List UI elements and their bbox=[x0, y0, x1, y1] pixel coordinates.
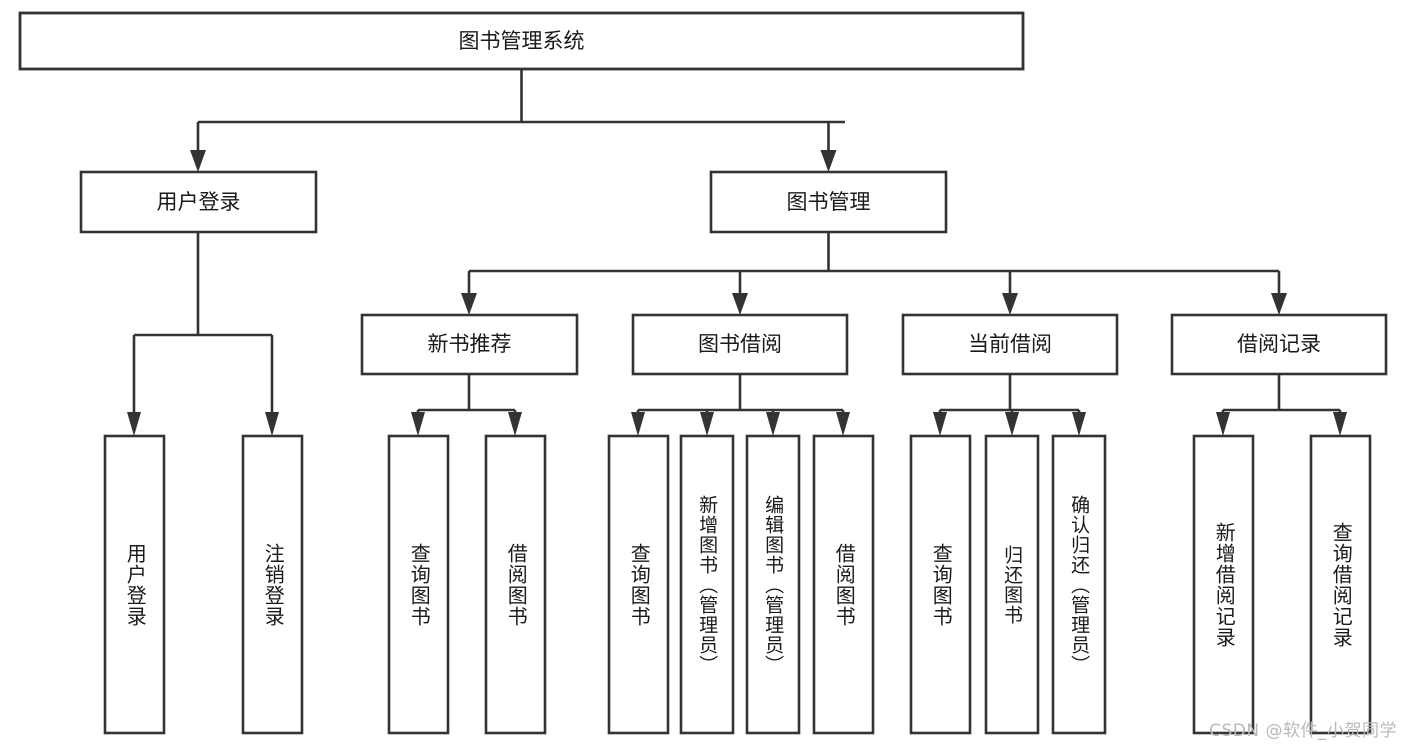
arrowhead-leaf-query-record bbox=[1333, 412, 1347, 436]
arrowhead-leaf-add-record bbox=[1216, 412, 1230, 436]
node-user-login-label: 用户登录 bbox=[157, 190, 241, 214]
edge-root-bus bbox=[196, 69, 845, 162]
csdn-watermark: CSDN @软件_小贺同学 bbox=[1209, 721, 1397, 741]
node-current-borrow-box[interactable] bbox=[901, 313, 1119, 376]
node-leaf-query-book-2-box[interactable] bbox=[607, 434, 670, 735]
arrowhead-leaf-borrow-book-2 bbox=[836, 412, 850, 436]
node-leaf-borrow-book-1-box[interactable] bbox=[484, 434, 547, 735]
node-book-manage-box[interactable] bbox=[709, 170, 948, 234]
node-root-label: 图书管理系统 bbox=[459, 29, 585, 53]
node-current-borrow[interactable]: 当前借阅 bbox=[901, 313, 1119, 376]
node-current-borrow-label: 当前借阅 bbox=[968, 332, 1052, 356]
node-leaf-query-record-box[interactable] bbox=[1309, 434, 1372, 735]
node-leaf-confirm-return-box[interactable] bbox=[1051, 434, 1107, 735]
arrowhead-leaf-query-book-2 bbox=[631, 412, 645, 436]
arrowhead-borrow-record bbox=[1271, 293, 1287, 315]
arrowhead-user-login bbox=[190, 150, 206, 172]
arrowhead-leaf-return-book bbox=[1005, 412, 1019, 436]
arrowhead-leaf-edit-book bbox=[766, 412, 780, 436]
node-leaf-borrow-book-2-box[interactable] bbox=[812, 434, 875, 735]
arrowhead-current-borrow bbox=[1002, 293, 1018, 315]
node-leaf-user-login-box[interactable] bbox=[103, 434, 166, 735]
node-root[interactable]: 图书管理系统 bbox=[18, 11, 1025, 71]
node-borrow-record[interactable]: 借阅记录 bbox=[1170, 313, 1388, 376]
arrowhead-leaf-add-book bbox=[700, 412, 714, 436]
node-leaf-logout-box[interactable] bbox=[241, 434, 304, 735]
edge-bookmanage-bus bbox=[467, 232, 1281, 305]
node-new-book-rec-label: 新书推荐 bbox=[428, 332, 512, 356]
node-user-login-box[interactable] bbox=[79, 170, 318, 234]
node-leaf-query-book-1-box[interactable] bbox=[387, 434, 450, 735]
node-new-book-rec[interactable]: 新书推荐 bbox=[360, 313, 579, 376]
leaf-box-layer bbox=[103, 434, 1372, 735]
arrowhead-book-borrow bbox=[732, 293, 748, 315]
connector-layer bbox=[127, 69, 1347, 436]
edge-borrowrecord-bus bbox=[1221, 374, 1342, 424]
node-borrow-record-label: 借阅记录 bbox=[1237, 332, 1321, 356]
node-new-book-rec-box[interactable] bbox=[360, 313, 579, 376]
edge-bookborrow-bus bbox=[636, 374, 845, 424]
node-leaf-add-book-box[interactable] bbox=[679, 434, 735, 735]
node-book-borrow-label: 图书借阅 bbox=[698, 332, 782, 356]
edge-userlogin-bus bbox=[132, 232, 274, 424]
arrowhead-leaf-confirm-return bbox=[1072, 412, 1086, 436]
arrowhead-leaf-logout bbox=[265, 412, 279, 436]
edge-newbookrec-bus bbox=[416, 374, 517, 424]
node-leaf-query-book-3-box[interactable] bbox=[909, 434, 972, 735]
node-root-box[interactable] bbox=[18, 11, 1025, 71]
node-leaf-add-record-box[interactable] bbox=[1192, 434, 1255, 735]
arrowhead-book-manage bbox=[820, 150, 837, 172]
arrowhead-new-book-rec bbox=[461, 293, 477, 315]
node-leaf-edit-book-box[interactable] bbox=[745, 434, 801, 735]
arrowhead-leaf-query-book-3 bbox=[933, 412, 947, 436]
arrowhead-leaf-query-book-1 bbox=[411, 412, 425, 436]
node-book-borrow[interactable]: 图书借阅 bbox=[631, 313, 849, 376]
node-borrow-record-box[interactable] bbox=[1170, 313, 1388, 376]
node-leaf-return-book-box[interactable] bbox=[984, 434, 1040, 735]
node-book-manage[interactable]: 图书管理 bbox=[709, 170, 948, 234]
node-book-manage-label: 图书管理 bbox=[787, 190, 871, 214]
node-user-login[interactable]: 用户登录 bbox=[79, 170, 318, 234]
node-book-borrow-box[interactable] bbox=[631, 313, 849, 376]
arrowhead-leaf-user-login bbox=[127, 412, 141, 436]
arrowhead-leaf-borrow-book-1 bbox=[508, 412, 522, 436]
